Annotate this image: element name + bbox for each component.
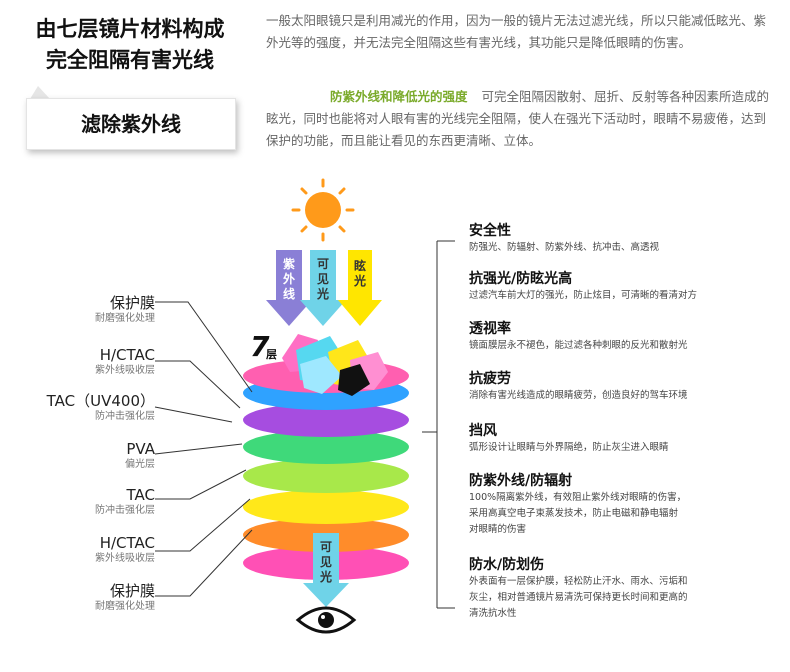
layers-unit: 层 (266, 348, 277, 361)
uv-filter-bubble: 滤除紫外线 (26, 98, 236, 150)
layers-count: 7 (250, 330, 270, 363)
page-title: 由七层镜片材料构成 完全阻隔有害光线 (10, 14, 250, 76)
feature-windproof: 挡风 弧形设计让眼睛与外界隔绝，防止灰尘进入眼睛 (469, 423, 669, 453)
glare-arrow-label: 眩光 (353, 259, 366, 288)
layer-label-2: H/CTAC 紫外线吸收层 (95, 346, 155, 376)
intro-para2-rest: 反射等各种因素所造成的眩光，同时也能将对人眼有害的光线完全阻隔，使人在强光下活动… (266, 89, 770, 148)
intro-highlight: 防紫外线和降低光的强度 (330, 89, 468, 104)
layer-label-4: PVA 偏光层 (125, 440, 155, 470)
feature-safety: 安全性 防强光、防辐射、防紫外线、抗冲击、高透视 (469, 223, 660, 253)
visible-light-label-bottom: 可见光 (319, 540, 332, 584)
right-bracket (422, 240, 455, 609)
layer-label-7: 保护膜 耐磨强化处理 (95, 582, 155, 612)
layer-label-6: H/CTAC 紫外线吸收层 (95, 534, 155, 564)
intro-para2-first: 可完全阻隔因散射、屈折、 (481, 89, 632, 104)
visible-light-arrow-bottom (303, 533, 349, 607)
layer-label-3: TAC（UV400） 防冲击强化层 (46, 392, 155, 422)
lens-crystal-art (282, 334, 388, 396)
title-line-1: 由七层镜片材料构成 (35, 17, 225, 41)
feature-transparency: 透视率 镜面膜层永不褪色，能过滤各种刺眼的反光和散射光 (469, 321, 688, 351)
feature-anti-fatigue: 抗疲劳 消除有害光线造成的眼睛疲劳，创造良好的驾车环境 (469, 371, 688, 401)
feature-waterproof-scratch: 防水/防划伤 外表面有一层保护膜，轻松防止汗水、雨水、污垢和 灰尘，相对普通镜片… (469, 557, 688, 619)
visible-light-label-top: 可见光 (316, 257, 329, 301)
intro-paragraph-1: 一般太阳眼镜只是利用减光的作用，因为一般的镜片无法过滤光线，所以只能减低眩光、紫… (266, 13, 767, 50)
sun-icon (291, 178, 355, 242)
feature-uv-radiation: 防紫外线/防辐射 100%隔离紫外线，有效阻止紫外线对眼睛的伤害， 采用高真空电… (469, 473, 687, 535)
layer-label-5: TAC 防冲击强化层 (95, 486, 155, 516)
uv-arrow-label: 紫外线 (282, 257, 295, 301)
left-connector-lines (154, 301, 253, 597)
glare-arrow (338, 250, 382, 326)
uv-arrow (266, 250, 312, 326)
layer-label-1: 保护膜 耐磨强化处理 (95, 294, 155, 324)
bubble-tail (30, 86, 50, 99)
visible-light-arrow-top (300, 250, 346, 326)
feature-anti-glare: 抗强光/防眩光高 过滤汽车前大灯的强光，防止炫目，可清晰的看清对方 (469, 271, 698, 301)
intro-paragraph-2: 防紫外线和降低光的强度可完全阻隔因散射、屈折、反射等各种因素所造成的眩光，同时也… (266, 86, 776, 152)
eye-icon (295, 606, 357, 634)
title-line-2: 完全阻隔有害光线 (46, 48, 214, 72)
